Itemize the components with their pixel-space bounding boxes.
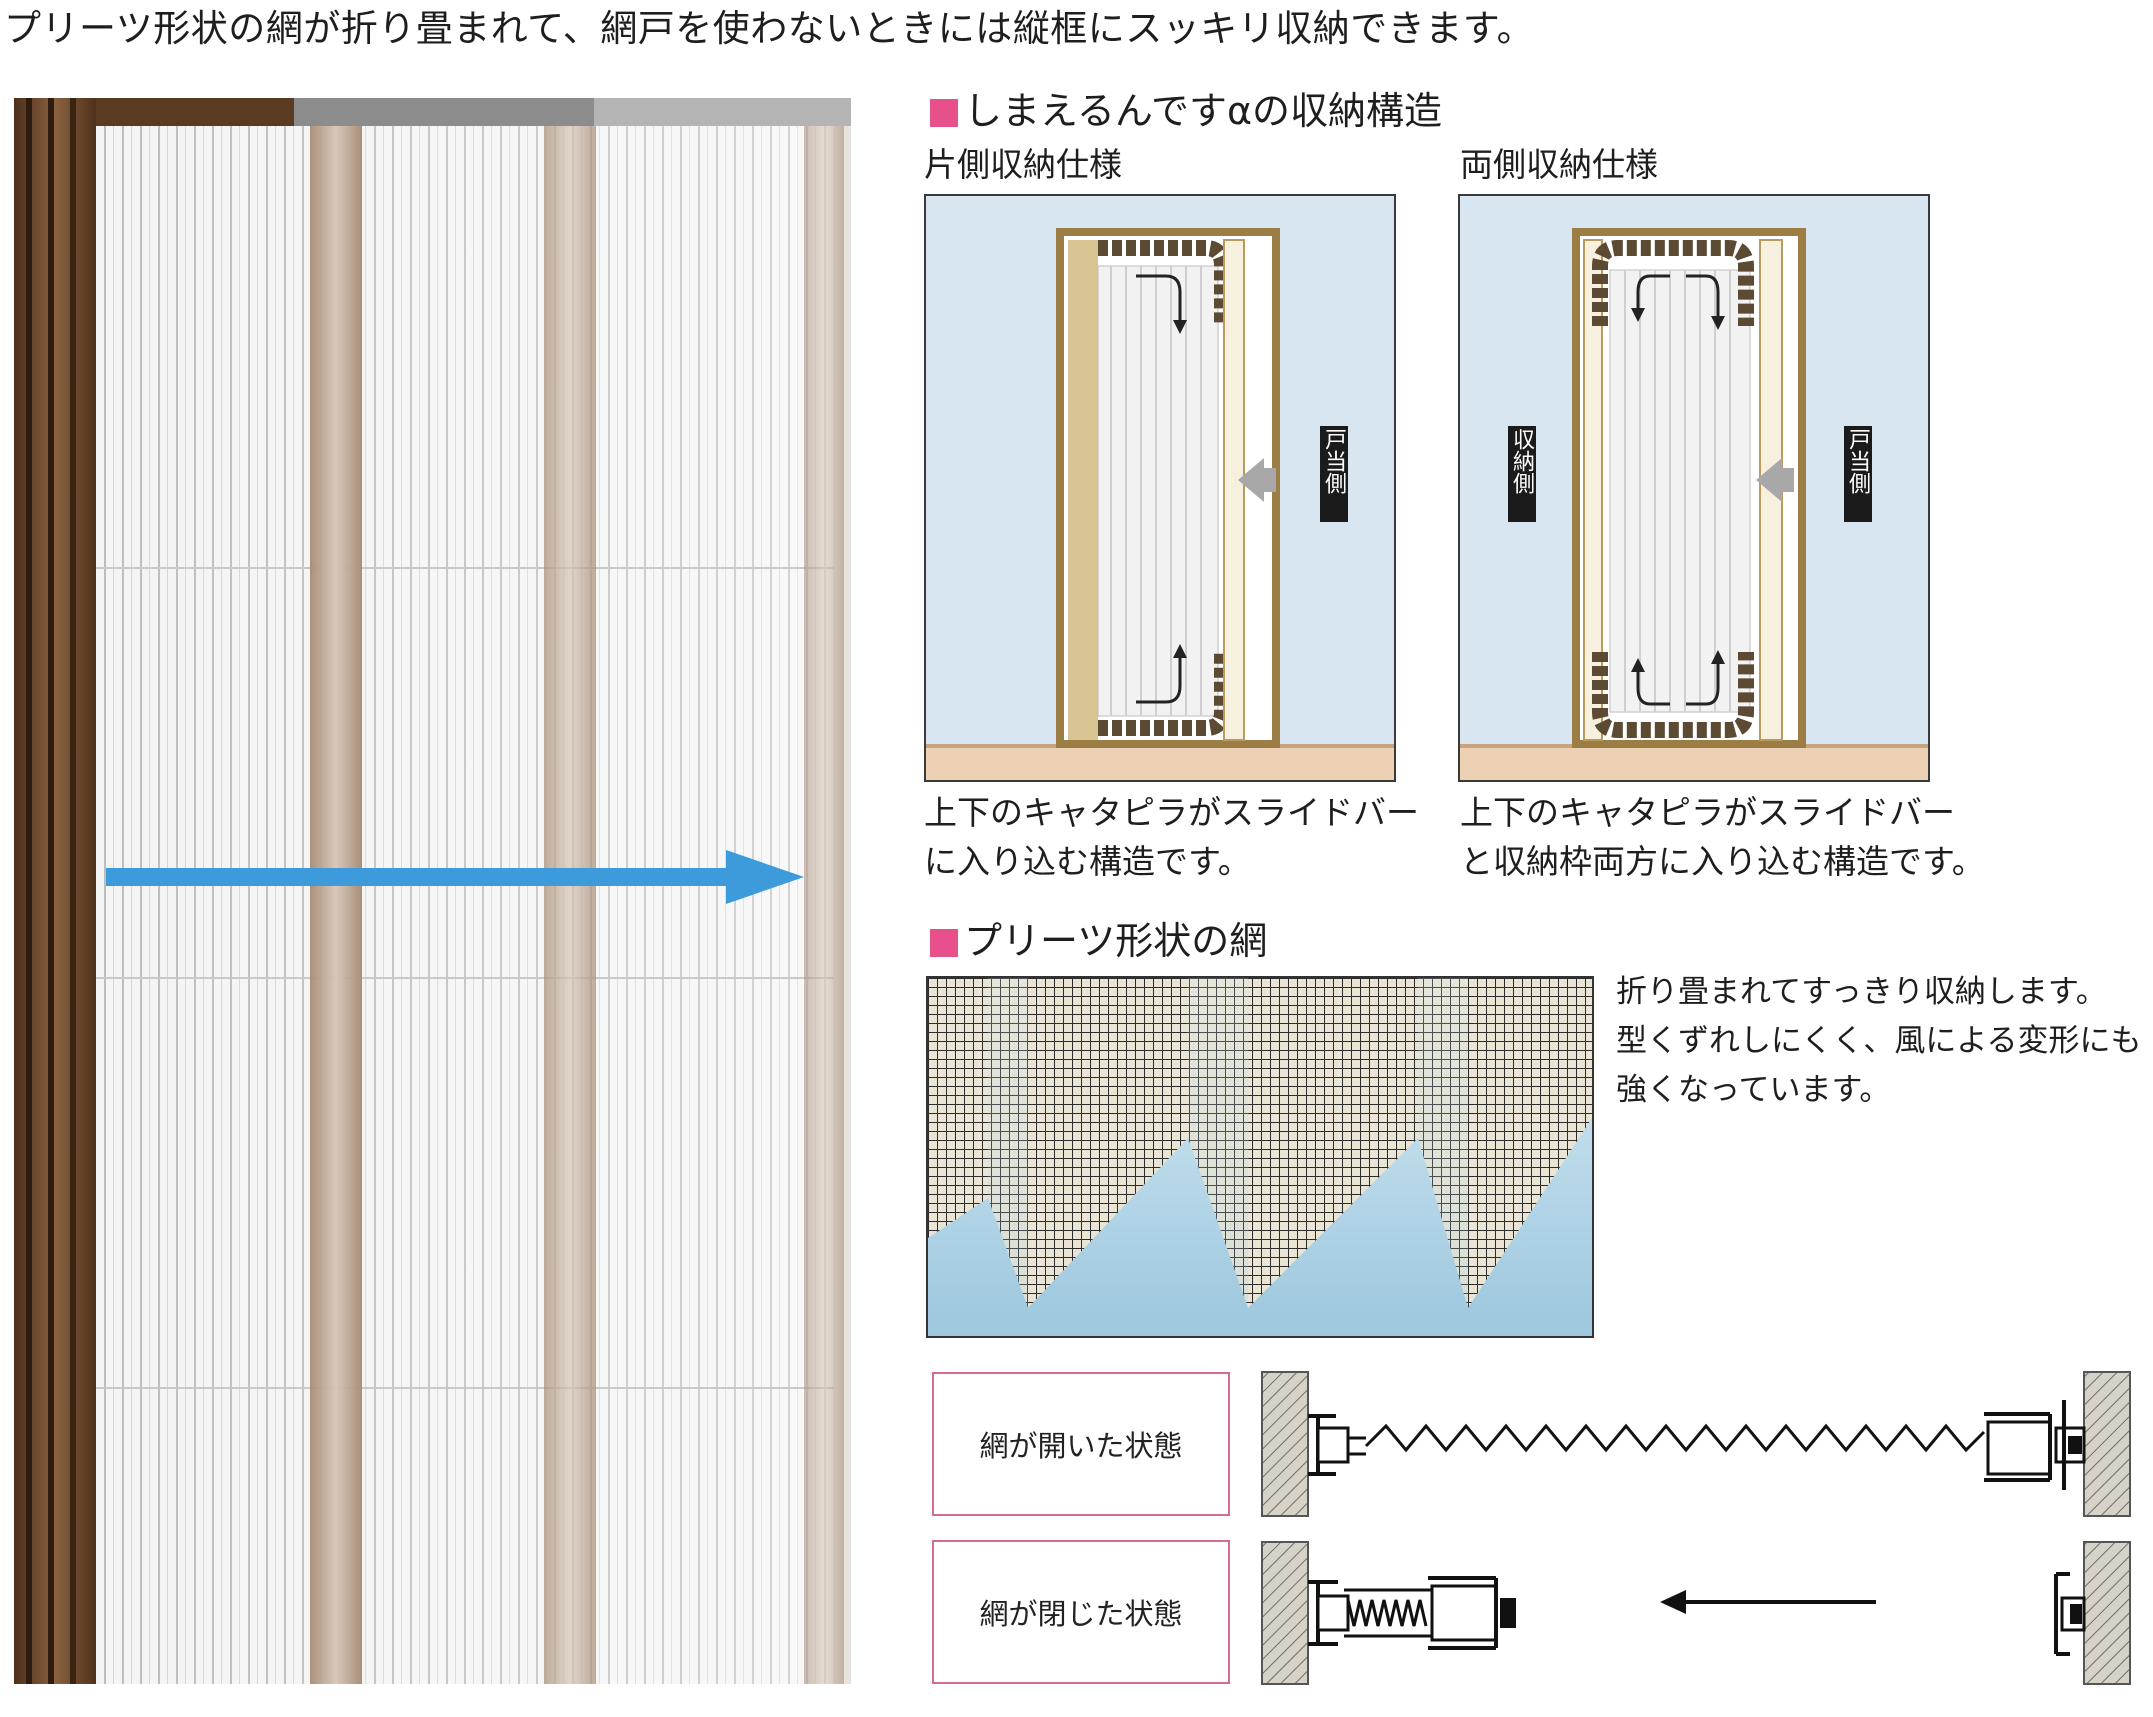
closed-state-label-box: 網が閉じた状態 bbox=[932, 1540, 1230, 1684]
closed-state-label: 網が閉じた状態 bbox=[979, 1597, 1183, 1631]
one-side-door-tag: 戸当側 bbox=[1321, 428, 1346, 494]
both-side-diagram: 収納側 戸当側 bbox=[1458, 194, 1930, 782]
both-side-caption-line2: と収納枠両方に入り込む構造です。 bbox=[1460, 842, 1985, 881]
screen-door-photo bbox=[14, 98, 851, 1684]
pleat-description-line3: 強くなっています。 bbox=[1616, 1072, 1891, 1108]
heading-marker bbox=[930, 99, 958, 127]
heading-marker bbox=[930, 929, 958, 957]
one-side-caption-line1: 上下のキャタピラがスライドバー bbox=[924, 793, 1419, 832]
storage-structure-heading: しまえるんですαの収納構造 bbox=[930, 92, 1442, 130]
closed-state-diagram bbox=[1256, 1538, 2136, 1688]
storage-structure-title: しまえるんですαの収納構造 bbox=[964, 89, 1443, 133]
one-side-caption-line2: に入り込む構造です。 bbox=[924, 842, 1251, 881]
one-side-diagram: 戸当側 bbox=[924, 194, 1396, 782]
pleat-description-line2: 型くずれしにくく、風による変形にも bbox=[1616, 1023, 2142, 1059]
both-side-door-tag: 戸当側 bbox=[1845, 428, 1870, 494]
both-side-caption-line1: 上下のキャタピラがスライドバー bbox=[1460, 793, 1955, 832]
both-side-label: 両側収納仕様 bbox=[1460, 145, 1658, 184]
one-side-label: 片側収納仕様 bbox=[924, 145, 1122, 184]
both-side-caption: 上下のキャタピラがスライドバー と収納枠両方に入り込む構造です。 bbox=[1460, 788, 1985, 886]
screen-door-illustration bbox=[14, 98, 851, 1684]
pleat-description: 折り畳まれてすっきり収納します。 型くずれしにくく、風による変形にも 強くなって… bbox=[1616, 968, 2141, 1115]
pleat-description-line1: 折り畳まれてすっきり収納します。 bbox=[1616, 974, 2107, 1010]
pleat-net-title: プリーツ形状の網 bbox=[964, 919, 1268, 963]
open-state-diagram bbox=[1256, 1370, 2136, 1520]
pleat-net-image bbox=[926, 976, 1594, 1338]
headline: プリーツ形状の網が折り畳まれて、網戸を使わないときには縦框にスッキリ収納できます… bbox=[4, 7, 1535, 50]
both-side-storage-tag: 収納側 bbox=[1509, 428, 1534, 494]
pleat-net-heading: プリーツ形状の網 bbox=[930, 922, 1267, 960]
open-state-label: 網が開いた状態 bbox=[979, 1429, 1183, 1463]
one-side-caption: 上下のキャタピラがスライドバー に入り込む構造です。 bbox=[924, 788, 1419, 886]
open-state-label-box: 網が開いた状態 bbox=[932, 1372, 1230, 1516]
